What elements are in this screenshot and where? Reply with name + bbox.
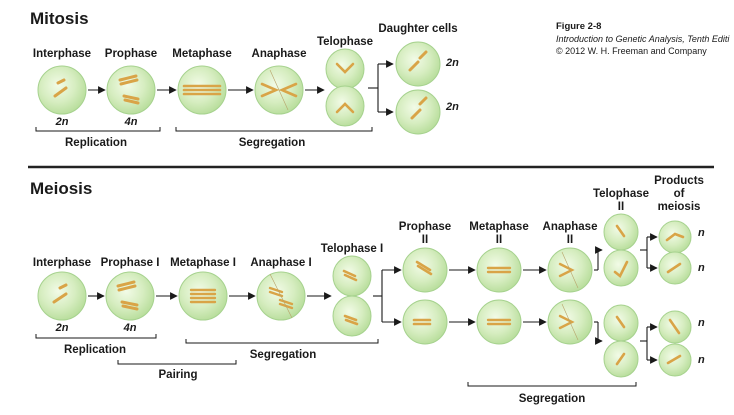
figure-caption: Figure 2-8 Introduction to Genetic Analy… <box>556 21 730 56</box>
meiosis-prophase-2-cell-top <box>402 247 448 293</box>
label-products-line3: meiosis <box>658 201 701 213</box>
meiosis-arrows <box>88 233 658 364</box>
bracket-label-replication: Replication <box>65 137 127 149</box>
mitosis-arrows <box>88 60 394 116</box>
meiosis-product-cell-1 <box>658 220 692 254</box>
label-metaphase: Metaphase <box>172 48 231 60</box>
ploidy-interphase: 2n <box>55 116 69 128</box>
caption-copyright: © 2012 W. H. Freeman and Company <box>556 46 707 56</box>
label-telophase-2-line1: Telophase <box>593 188 649 200</box>
label-interphase-meiosis: Interphase <box>33 257 91 269</box>
ploidy-prophase: 4n <box>124 116 138 128</box>
meiosis-telophase-1-cell <box>332 255 372 337</box>
bracket-meiosis-replication <box>35 334 157 339</box>
meiosis-title: Meiosis <box>30 179 92 198</box>
label-prophase-1: Prophase I <box>101 257 160 269</box>
meiosis-metaphase-2-cell-top <box>476 247 522 293</box>
mitosis-daughter-cell-1 <box>395 41 441 87</box>
meiosis-prophase-1-cell <box>105 271 155 321</box>
label-anaphase: Anaphase <box>252 48 307 60</box>
ploidy-meiosis-prophase-1: 4n <box>123 322 137 334</box>
mitosis-title: Mitosis <box>30 9 89 28</box>
label-telophase-2-line2: II <box>618 201 624 213</box>
meiosis-telophase-2-cell-top <box>603 213 639 287</box>
meiosis-telophase-2-cell-bottom <box>603 304 639 378</box>
bracket-replication <box>35 127 161 132</box>
ploidy-daughter-1: 2n <box>445 57 459 69</box>
meiosis-anaphase-2-cell-top <box>547 247 593 293</box>
label-prophase-2-line2: II <box>422 234 428 246</box>
label-telophase-1: Telophase I <box>321 243 383 255</box>
meiosis-anaphase-2-cell-bottom <box>547 299 593 345</box>
meiosis-interphase-cell <box>37 271 87 321</box>
bracket-label-segregation-2: Segregation <box>519 393 585 405</box>
label-prophase: Prophase <box>105 48 157 60</box>
meiosis-anaphase-1-cell <box>256 271 306 321</box>
label-metaphase-2-line2: II <box>496 234 502 246</box>
caption-source: Introduction to Genetic Analysis, Tenth … <box>556 34 730 44</box>
meiosis-metaphase-1-cell <box>178 271 228 321</box>
label-products-line1: Products <box>654 175 704 187</box>
label-interphase: Interphase <box>33 48 91 60</box>
mitosis-anaphase-cell <box>254 65 304 115</box>
bracket-segregation-2 <box>467 382 637 387</box>
label-telophase: Telophase <box>317 36 373 48</box>
label-anaphase-1: Anaphase I <box>250 257 311 269</box>
ploidy-product-3: n <box>698 317 705 329</box>
label-metaphase-2-line1: Metaphase <box>469 221 528 233</box>
ploidy-product-4: n <box>698 354 705 366</box>
ploidy-meiosis-interphase: 2n <box>55 322 69 334</box>
ploidy-daughter-2: 2n <box>445 101 459 113</box>
mitosis-metaphase-cell <box>177 65 227 115</box>
label-anaphase-2-line2: II <box>567 234 573 246</box>
meiosis-product-cell-3 <box>658 310 692 344</box>
bracket-segregation <box>175 127 373 132</box>
bracket-label-segregation: Segregation <box>239 137 305 149</box>
bracket-segregation-1 <box>185 339 379 344</box>
bracket-label-segregation-1: Segregation <box>250 349 316 361</box>
ploidy-product-1: n <box>698 227 705 239</box>
meiosis-product-cell-4 <box>658 343 692 377</box>
mitosis-interphase-cell <box>37 65 87 115</box>
meiosis-metaphase-2-cell-bottom <box>476 299 522 345</box>
mitosis-daughter-cell-2 <box>395 89 441 135</box>
caption-figure: Figure 2-8 <box>556 21 601 32</box>
ploidy-product-2: n <box>698 262 705 274</box>
bracket-pairing <box>117 360 237 365</box>
mitosis-telophase-cell <box>325 48 365 127</box>
meiosis-prophase-2-cell-bottom <box>402 299 448 345</box>
mitosis-prophase-cell <box>106 65 156 115</box>
label-anaphase-2-line1: Anaphase <box>543 221 598 233</box>
bracket-label-pairing: Pairing <box>159 369 198 381</box>
bracket-label-meiosis-replication: Replication <box>64 344 126 356</box>
label-daughter-cells: Daughter cells <box>378 23 457 35</box>
label-metaphase-1: Metaphase I <box>170 257 236 269</box>
label-products-line2: of <box>674 188 685 200</box>
label-prophase-2-line1: Prophase <box>399 221 451 233</box>
meiosis-product-cell-2 <box>658 251 692 285</box>
